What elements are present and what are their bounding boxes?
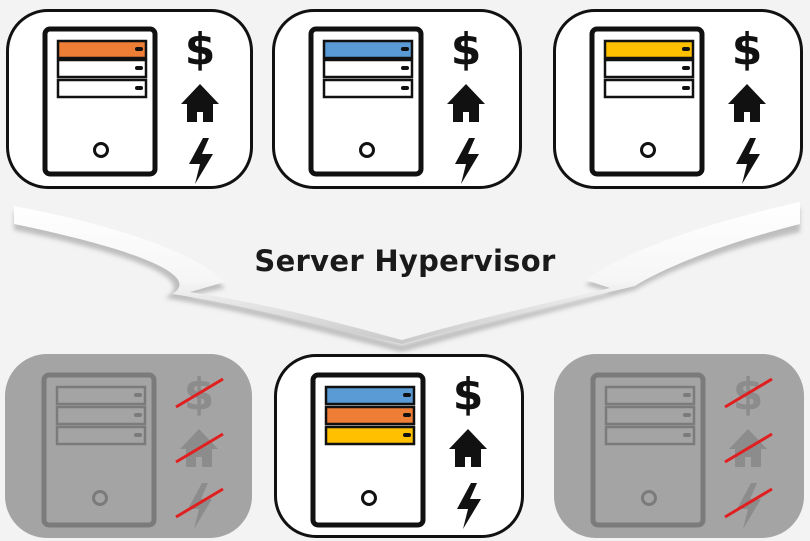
lightning-bolt-icon [737,483,761,529]
server-card-3: $ [553,9,803,189]
dollar-sign-icon: $ [732,24,763,75]
decommissioned-server-right: $ [554,354,804,538]
server-graphic: $ [590,369,773,529]
hypervisor-caption: Server Hypervisor [254,244,556,278]
dollar-sign-icon: $ [453,369,484,420]
server-tower-icon [590,372,706,528]
house-icon [728,84,766,122]
server-graphic: $ [310,369,487,529]
strike-line-dollar [175,377,224,409]
server-tower-icon [589,26,705,177]
server-tower-icon [41,372,157,528]
decommissioned-server-left: $ [5,354,252,538]
consolidated-server-card: $ [274,354,524,538]
strike-line-dollar [724,377,773,409]
dollar-sign-icon: $ [185,24,216,75]
strike-line-power [175,487,224,519]
server-tower-icon [308,26,424,177]
lightning-bolt-icon [455,138,479,184]
arrow-body [14,202,800,344]
house-icon [449,429,487,467]
dollar-sign-icon: $ [451,24,482,75]
strike-line-house [724,432,773,464]
lightning-bolt-icon [189,138,213,184]
strike-line-power [724,487,773,519]
server-card-1: $ [6,9,253,189]
server-graphic: $ [41,369,224,529]
house-icon [447,84,485,122]
server-graphic: $ [589,24,766,184]
server-tower-icon [42,26,158,177]
server-graphic: $ [308,24,485,184]
server-tower-icon [310,372,426,528]
server-card-2: $ [272,9,522,189]
lightning-bolt-icon [188,483,212,529]
lightning-bolt-icon [736,138,760,184]
strike-line-house [175,432,224,464]
lightning-bolt-icon [457,483,481,529]
house-icon [181,84,219,122]
server-graphic: $ [42,24,219,184]
arrow-shadow [14,208,800,352]
